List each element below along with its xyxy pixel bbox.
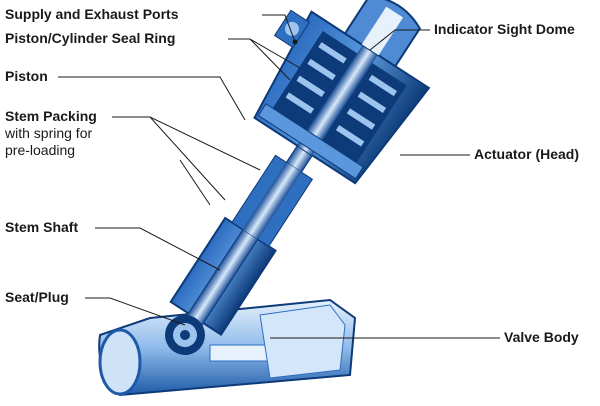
valve-body bbox=[98, 298, 357, 397]
label-actuator-head: Actuator (Head) bbox=[474, 146, 580, 162]
stem-packing bbox=[231, 154, 314, 248]
label-valve-body: Valve Body bbox=[504, 329, 579, 345]
stem-packing-note-1: with spring for bbox=[5, 125, 93, 141]
stem-packing-note-2: pre-loading bbox=[5, 142, 76, 158]
stem-packing-title: Stem Packing bbox=[5, 108, 97, 124]
label-seat-plug: Seat/Plug bbox=[5, 289, 69, 305]
label-stem-packing: Stem Packing with spring for pre-loading bbox=[5, 108, 97, 159]
label-piston: Piston bbox=[5, 68, 48, 84]
seat-plug bbox=[165, 315, 205, 355]
label-stem-shaft: Stem Shaft bbox=[5, 219, 79, 235]
piston bbox=[257, 103, 364, 180]
label-indicator-sight-dome: Indicator Sight Dome bbox=[434, 21, 575, 37]
leader-lines bbox=[58, 14, 500, 339]
indicator-sight-dome bbox=[343, 0, 422, 68]
label-piston-seal-ring: Piston/Cylinder Seal Ring bbox=[5, 30, 176, 46]
label-supply-exhaust-ports: Supply and Exhaust Ports bbox=[5, 6, 179, 22]
